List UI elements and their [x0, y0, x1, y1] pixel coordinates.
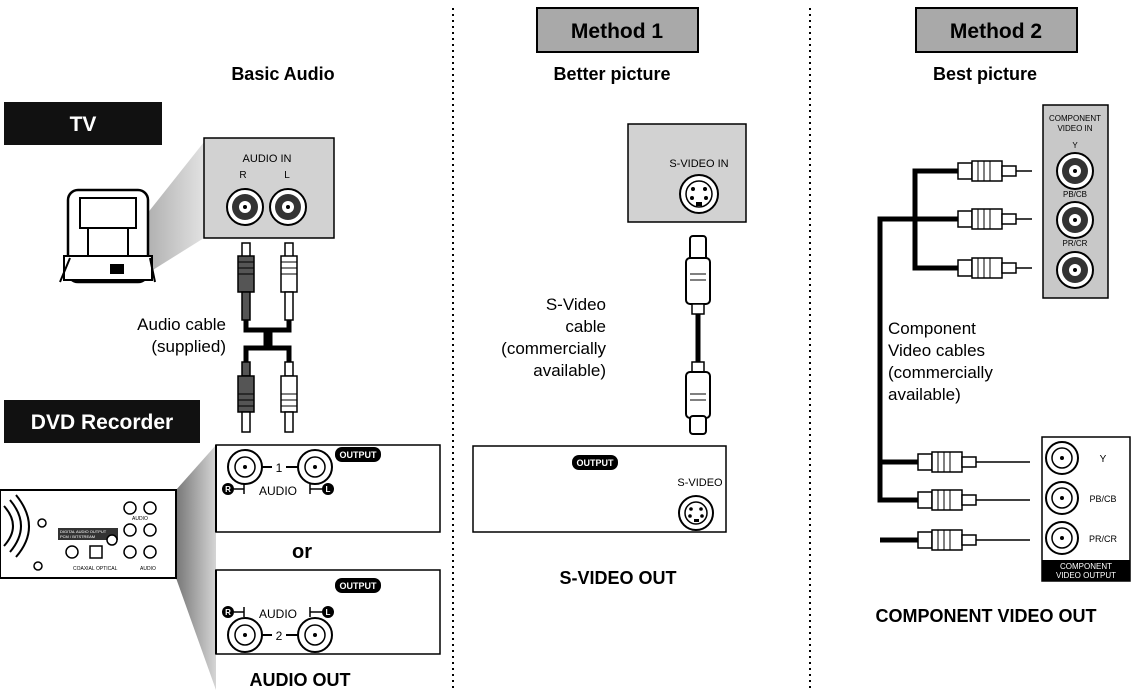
audio-cable-label-line2: (supplied)	[151, 337, 226, 356]
svg-text:VIDEO IN: VIDEO IN	[1057, 124, 1092, 133]
audio-in-jack-r	[226, 188, 264, 226]
subtitle-basic-audio: Basic Audio	[231, 64, 334, 84]
tv-label: TV	[4, 102, 162, 145]
svg-text:AUDIO: AUDIO	[259, 607, 297, 621]
svg-text:L: L	[326, 485, 331, 494]
component-cable-label-line1: Component	[888, 319, 976, 338]
svideo-cable	[685, 235, 711, 435]
method1-header: Method 1	[536, 7, 699, 53]
svideo-cable-label-line1: S-Video	[546, 295, 606, 314]
caption-component-video-out: COMPONENT VIDEO OUT	[875, 606, 1096, 626]
method1-label: Method 1	[571, 20, 663, 43]
svg-text:PB/CB: PB/CB	[1063, 190, 1087, 199]
svg-text:PR/CR: PR/CR	[1089, 534, 1118, 544]
caption-svideo-out: S-VIDEO OUT	[559, 568, 676, 588]
svg-text:R: R	[225, 608, 231, 617]
svg-text:1: 1	[276, 461, 283, 475]
audio-cable	[237, 242, 298, 433]
component-cable-label-line2: Video cables	[888, 341, 985, 360]
audio-cable-label-line1: Audio cable	[137, 315, 226, 334]
component-cable-bottom-plugs	[917, 451, 1030, 551]
svg-text:OUTPUT: OUTPUT	[340, 581, 378, 591]
svg-text:COMPONENT: COMPONENT	[1049, 114, 1101, 123]
svg-text:DIGITAL AUDIO OUTPUT: DIGITAL AUDIO OUTPUT	[60, 529, 107, 534]
tv-audio-in-panel: AUDIO IN R L	[203, 137, 335, 239]
svg-text:AUDIO: AUDIO	[132, 516, 148, 522]
tv-component-in-panel: COMPONENT VIDEO IN Y PB/CB PR/CR	[1042, 104, 1109, 299]
dvd-recorder-label: DVD Recorder	[4, 400, 200, 443]
svg-text:2: 2	[276, 629, 283, 643]
component-cable-label-line3: (commercially	[888, 363, 993, 382]
svideo-output-panel: OUTPUT S-VIDEO	[472, 445, 727, 533]
svg-text:L: L	[326, 608, 331, 617]
caption-audio-out: AUDIO OUT	[250, 670, 351, 690]
svg-text:PCM / BITSTREAM: PCM / BITSTREAM	[60, 534, 95, 539]
audio-in-jack-l	[269, 188, 307, 226]
method2-header: Method 2	[915, 7, 1078, 53]
component-cable-top-plugs	[957, 160, 1032, 279]
tv-svideo-in-panel: S-VIDEO IN	[627, 123, 747, 223]
svg-text:Y: Y	[1100, 454, 1107, 465]
svg-text:S-VIDEO IN: S-VIDEO IN	[669, 158, 728, 170]
audio-output-1-panel: OUTPUT 1 R AUDIO L	[215, 444, 441, 533]
svideo-cable-label-line3: (commercially	[501, 339, 606, 358]
component-output-panel: Y PB/CB PR/CR COMPONENT VIDEO OUTPUT	[1041, 436, 1131, 582]
svg-text:AUDIO: AUDIO	[259, 484, 297, 498]
svg-text:TV: TV	[70, 113, 97, 136]
svg-text:PR/CR: PR/CR	[1063, 239, 1088, 248]
svg-text:R: R	[225, 485, 231, 494]
svg-text:AUDIO: AUDIO	[140, 566, 156, 572]
component-cable-label-line4: available)	[888, 385, 961, 404]
tv-icon	[59, 142, 204, 284]
component-cables	[877, 168, 958, 543]
svg-text:Y: Y	[1072, 141, 1078, 150]
svg-text:COMPONENT: COMPONENT	[1060, 562, 1112, 571]
dvd-rear-panel: DIGITAL AUDIO OUTPUT PCM / BITSTREAM COA…	[0, 445, 216, 690]
subtitle-best-picture: Best picture	[933, 64, 1037, 84]
svg-text:DVD Recorder: DVD Recorder	[31, 411, 173, 434]
method2-label: Method 2	[950, 20, 1042, 43]
svg-text:S-VIDEO: S-VIDEO	[677, 477, 723, 489]
audio-in-label: AUDIO IN	[243, 153, 292, 165]
svg-text:L: L	[284, 170, 290, 181]
subtitle-better-picture: Better picture	[553, 64, 670, 84]
svg-text:OUTPUT: OUTPUT	[577, 458, 615, 468]
svg-text:R: R	[239, 170, 246, 181]
svg-text:OPTICAL: OPTICAL	[96, 566, 118, 572]
svg-text:OUTPUT: OUTPUT	[340, 450, 378, 460]
svg-text:VIDEO OUTPUT: VIDEO OUTPUT	[1056, 571, 1116, 580]
svideo-cable-label-line4: available)	[533, 361, 606, 380]
svg-text:PB/CB: PB/CB	[1089, 494, 1116, 504]
svg-text:COAXIAL: COAXIAL	[73, 566, 95, 572]
or-label: or	[292, 541, 312, 563]
audio-output-2-panel: OUTPUT R AUDIO L 2	[215, 569, 441, 655]
svideo-cable-label-line2: cable	[565, 317, 606, 336]
